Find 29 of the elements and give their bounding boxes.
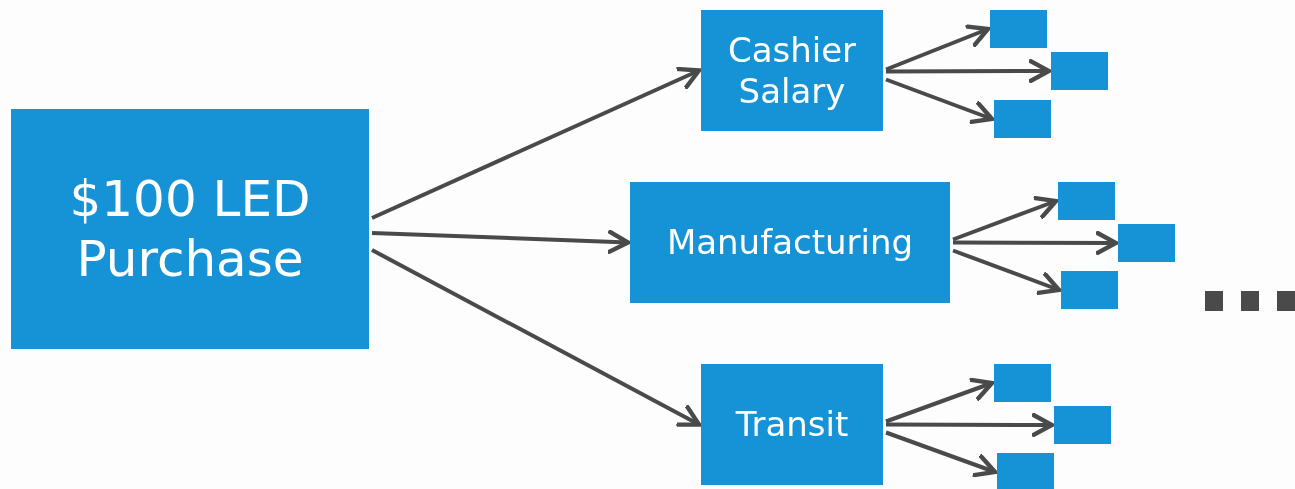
process-box [630,182,950,303]
arrow [371,228,631,255]
empty-box [1051,52,1108,90]
arrow [952,195,1059,242]
arrow [885,24,991,72]
arrow [371,248,702,427]
arrow [885,77,995,125]
empty-box [997,453,1054,489]
process-box [11,109,369,349]
arrow [885,430,998,478]
arrow [886,411,1055,438]
box-label: Cashier Salary [726,29,858,112]
arrow [885,377,995,424]
arrow [371,66,702,220]
process-box [701,364,883,485]
empty-box [1061,271,1118,309]
empty-box [990,10,1047,48]
empty-box [1118,224,1175,262]
box-label: Transit [734,404,850,445]
box-label: $100 LED Purchase [68,169,312,289]
empty-box [994,100,1051,138]
arrow [953,229,1119,256]
process-box [701,10,883,131]
arrow [886,58,1052,85]
empty-box [1054,406,1111,444]
arrow [952,248,1062,296]
empty-box [1058,182,1115,220]
box-label: Manufacturing [665,222,915,263]
empty-box [994,364,1051,402]
